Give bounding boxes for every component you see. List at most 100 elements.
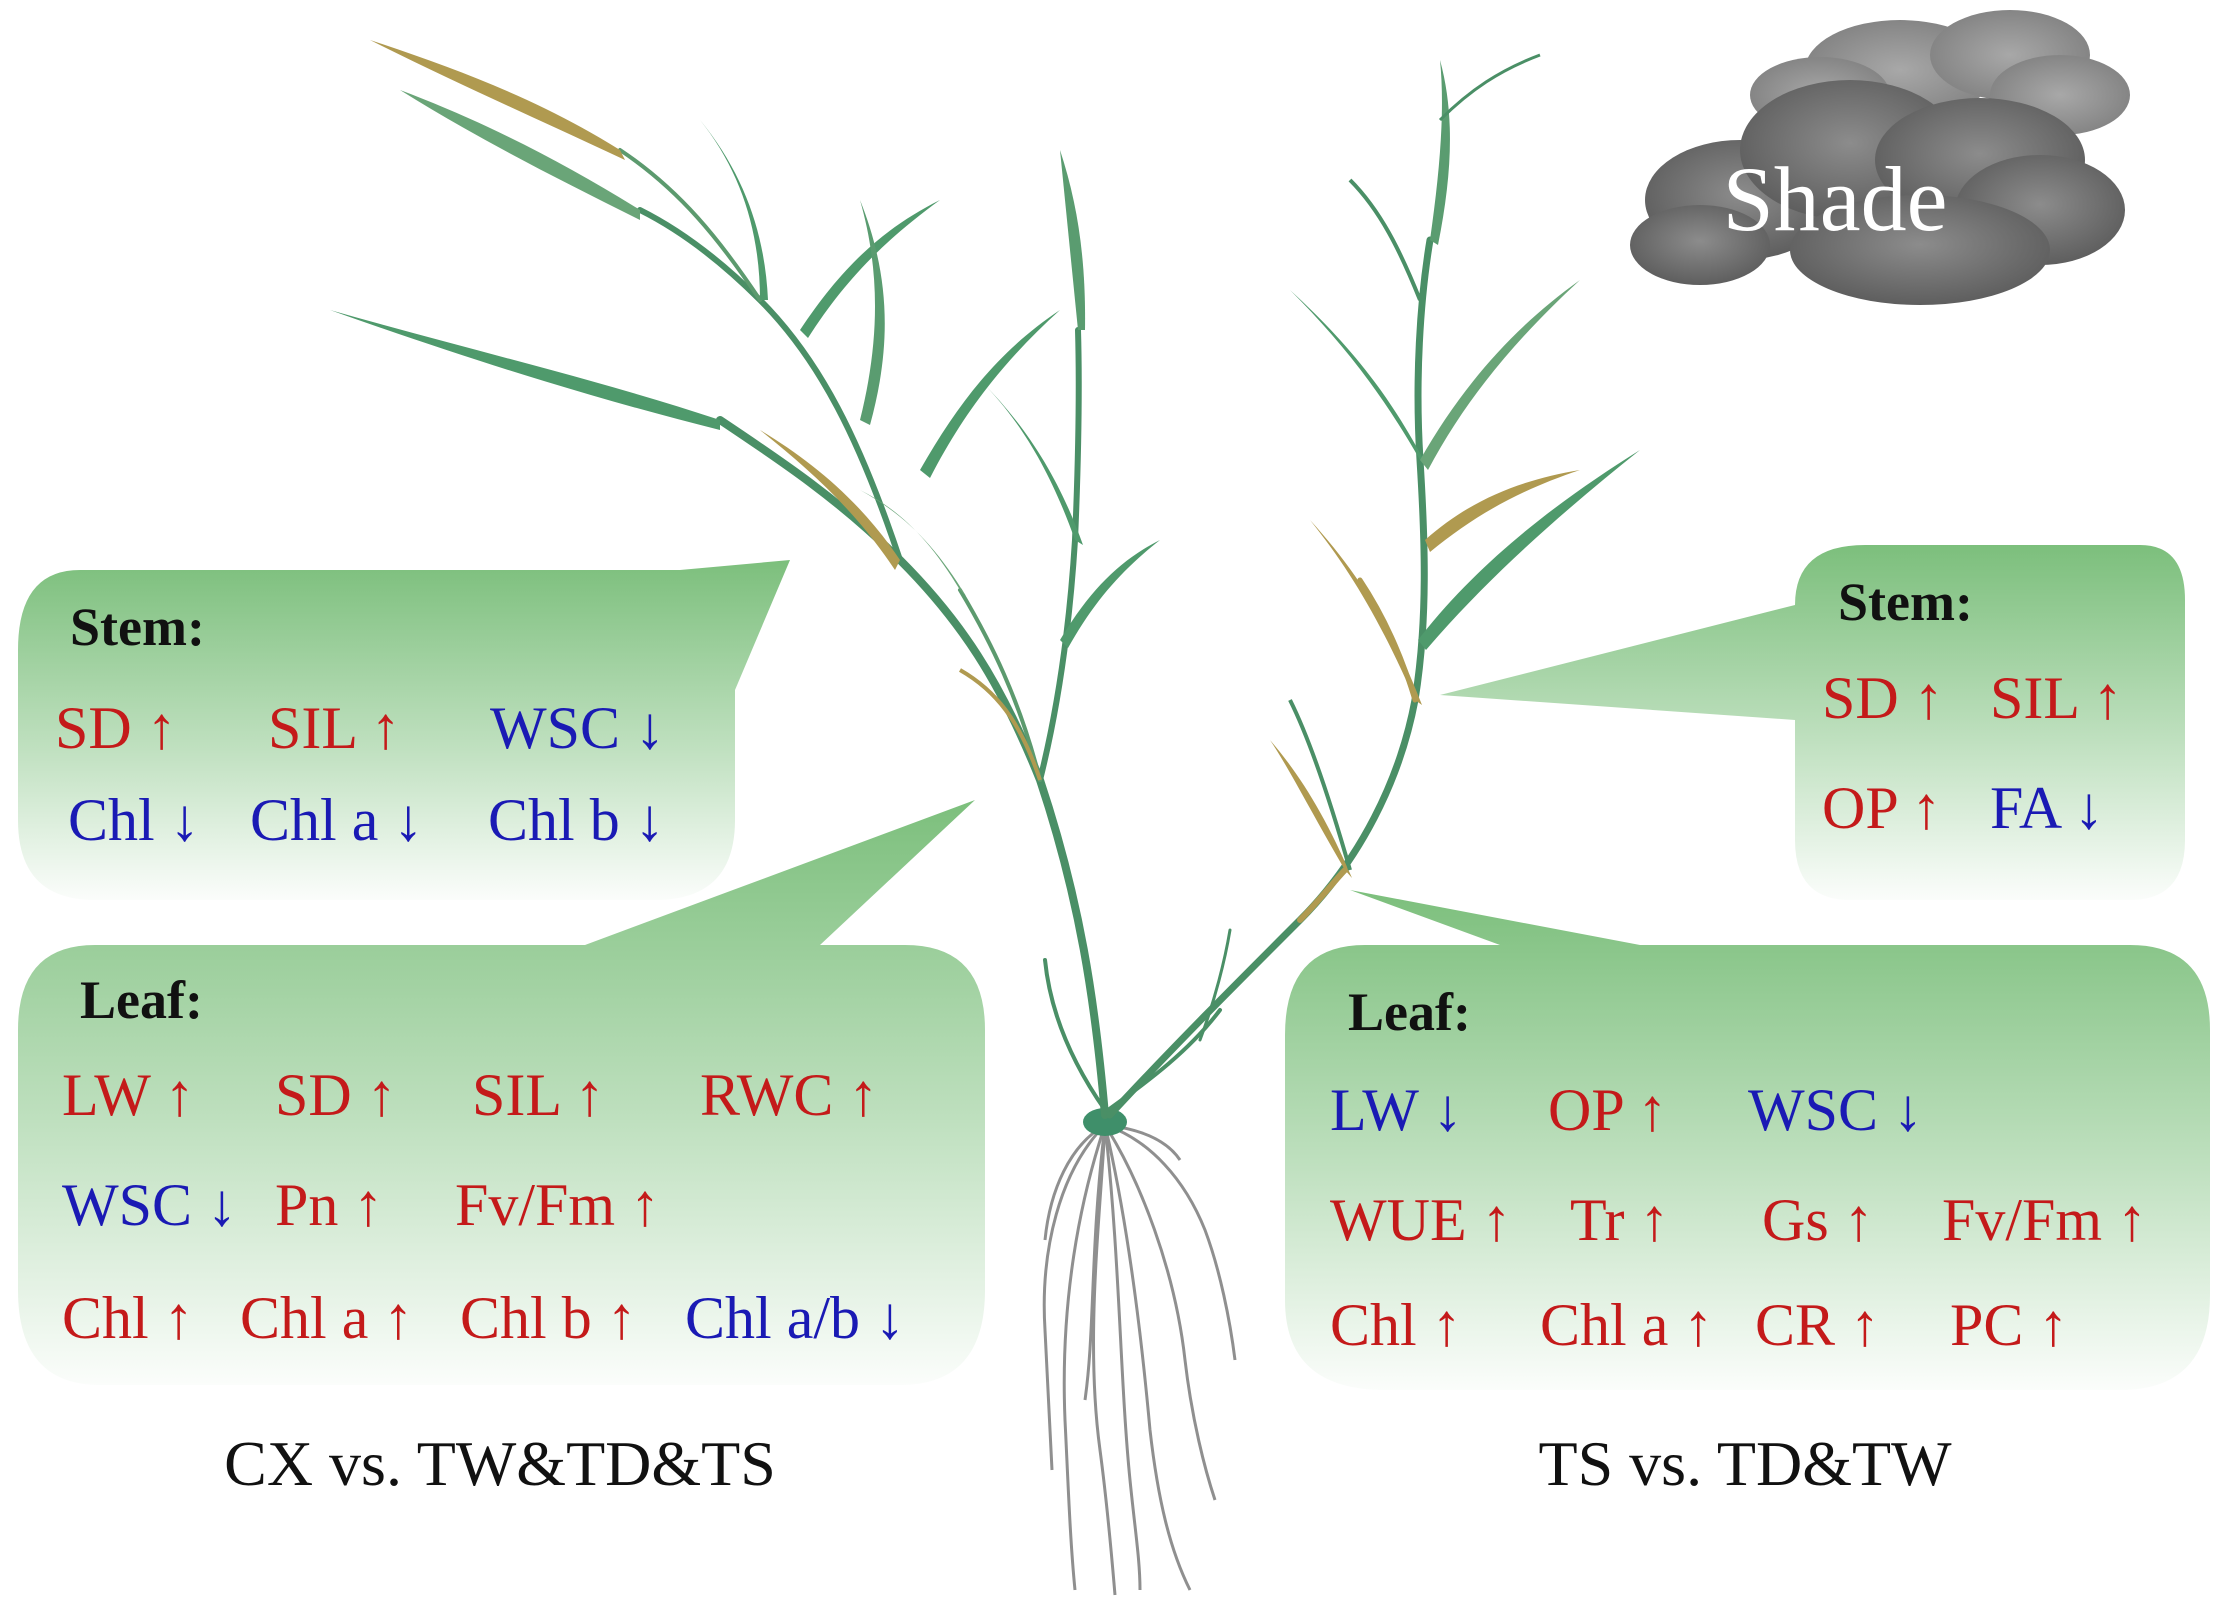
cloud-icon: Shade	[1630, 10, 2130, 305]
up-arrow-icon: ↑	[367, 1062, 397, 1128]
down-arrow-icon: ↓	[875, 1285, 905, 1351]
up-arrow-icon: ↑	[147, 695, 177, 761]
trait-name: Fv/Fm	[455, 1172, 630, 1238]
trait-name: WSC	[1748, 1077, 1893, 1143]
trait-label: Fv/Fm ↑	[455, 1172, 660, 1238]
shade-label: Shade	[1723, 148, 1948, 250]
down-arrow-icon: ↓	[170, 787, 200, 853]
grass-plant-illustration	[330, 40, 1640, 1596]
trait-name: Chl a/b	[685, 1285, 875, 1351]
trait-label: Pn ↑	[275, 1172, 383, 1238]
trait-label: Chl ↑	[62, 1285, 194, 1351]
trait-label: Chl ↑	[1330, 1292, 1462, 1358]
trait-label: PC ↑	[1950, 1292, 2068, 1358]
up-arrow-icon: ↑	[1637, 1077, 1667, 1143]
right-leaf-bubble	[1285, 890, 2210, 1390]
trait-label: Chl ↓	[68, 787, 200, 853]
down-arrow-icon: ↓	[635, 695, 665, 761]
up-arrow-icon: ↑	[2117, 1187, 2147, 1253]
trait-label: Chl a ↑	[1540, 1292, 1713, 1358]
trait-label: WSC ↓	[62, 1172, 237, 1238]
trait-name: LW	[1330, 1077, 1433, 1143]
down-arrow-icon: ↓	[635, 787, 665, 853]
trait-name: CR	[1755, 1292, 1850, 1358]
right-leaf-heading: Leaf:	[1348, 982, 1471, 1042]
trait-name: Gs	[1762, 1187, 1844, 1253]
up-arrow-icon: ↑	[1640, 1187, 1670, 1253]
up-arrow-icon: ↑	[1911, 775, 1941, 841]
left-stem-heading: Stem:	[70, 597, 205, 657]
trait-name: SIL	[268, 695, 371, 761]
down-arrow-icon: ↓	[393, 787, 423, 853]
up-arrow-icon: ↑	[164, 1285, 194, 1351]
trait-label: FA ↓	[1990, 775, 2104, 841]
up-arrow-icon: ↑	[848, 1062, 878, 1128]
trait-label: LW ↑	[62, 1062, 195, 1128]
trait-name: WSC	[490, 695, 635, 761]
trait-name: Fv/Fm	[1942, 1187, 2117, 1253]
trait-label: Chl a/b ↓	[685, 1285, 905, 1351]
down-arrow-icon: ↓	[2074, 775, 2104, 841]
plant-crown	[1083, 1108, 1127, 1136]
trait-name: SIL	[1990, 665, 2093, 731]
left-comparison-caption: CX vs. TW&TD&TS	[224, 1428, 776, 1499]
trait-label: OP ↑	[1548, 1077, 1667, 1143]
trait-name: Chl a	[1540, 1292, 1683, 1358]
trait-label: LW ↓	[1330, 1077, 1463, 1143]
trait-label: OP ↑	[1822, 775, 1941, 841]
leaves	[330, 40, 1640, 878]
right-comparison-caption: TS vs. TD&TW	[1538, 1428, 1952, 1499]
trait-label: SIL ↑	[1990, 665, 2123, 731]
up-arrow-icon: ↑	[1482, 1187, 1512, 1253]
left-stem-bubble	[18, 560, 790, 900]
trait-label: SD ↑	[1822, 665, 1944, 731]
up-arrow-icon: ↑	[2093, 665, 2123, 731]
trait-name: OP	[1548, 1077, 1637, 1143]
up-arrow-icon: ↑	[607, 1285, 637, 1351]
trait-label: SD ↑	[275, 1062, 397, 1128]
trait-name: SD	[1822, 665, 1914, 731]
down-arrow-icon: ↓	[207, 1172, 237, 1238]
trait-label: SIL ↑	[472, 1062, 605, 1128]
trait-name: FA	[1990, 775, 2074, 841]
trait-name: SD	[275, 1062, 367, 1128]
stems	[618, 148, 1434, 1119]
up-arrow-icon: ↑	[1844, 1187, 1874, 1253]
down-arrow-icon: ↓	[1893, 1077, 1923, 1143]
up-arrow-icon: ↑	[575, 1062, 605, 1128]
trait-label: SIL ↑	[268, 695, 401, 761]
trait-name: Chl b	[488, 787, 635, 853]
left-stem-traits: SD ↑ SIL ↑ WSC ↓ Chl ↓ Chl a ↓ Chl b ↓	[55, 695, 665, 853]
trait-name: PC	[1950, 1292, 2038, 1358]
trait-label: Chl a ↑	[240, 1285, 413, 1351]
trait-name: Chl	[1330, 1292, 1432, 1358]
trait-name: Pn	[275, 1172, 353, 1238]
trait-name: Chl a	[250, 787, 393, 853]
left-leaf-bubble	[18, 800, 985, 1385]
trait-name: SD	[55, 695, 147, 761]
trait-label: SD ↑	[55, 695, 177, 761]
trait-label: Chl b ↓	[488, 787, 665, 853]
up-arrow-icon: ↑	[383, 1285, 413, 1351]
up-arrow-icon: ↑	[1683, 1292, 1713, 1358]
up-arrow-icon: ↑	[371, 695, 401, 761]
left-leaf-heading: Leaf:	[80, 970, 203, 1030]
trait-name: Chl b	[460, 1285, 607, 1351]
right-stem-bubble	[1440, 545, 2185, 900]
trait-name: LW	[62, 1062, 165, 1128]
trait-label: Gs ↑	[1762, 1187, 1874, 1253]
root-system	[1042, 1123, 1237, 1596]
trait-name: WSC	[62, 1172, 207, 1238]
trait-label: RWC ↑	[700, 1062, 878, 1128]
right-stem-traits: SD ↑ SIL ↑ OP ↑ FA ↓	[1822, 665, 2123, 841]
trait-label: CR ↑	[1755, 1292, 1880, 1358]
up-arrow-icon: ↑	[630, 1172, 660, 1238]
trait-label: WUE ↑	[1330, 1187, 1512, 1253]
trait-name: Chl	[68, 787, 170, 853]
trait-name: Chl a	[240, 1285, 383, 1351]
right-stem-heading: Stem:	[1838, 572, 1973, 632]
up-arrow-icon: ↑	[353, 1172, 383, 1238]
trait-label: Chl b ↑	[460, 1285, 637, 1351]
trait-name: Tr	[1570, 1187, 1640, 1253]
